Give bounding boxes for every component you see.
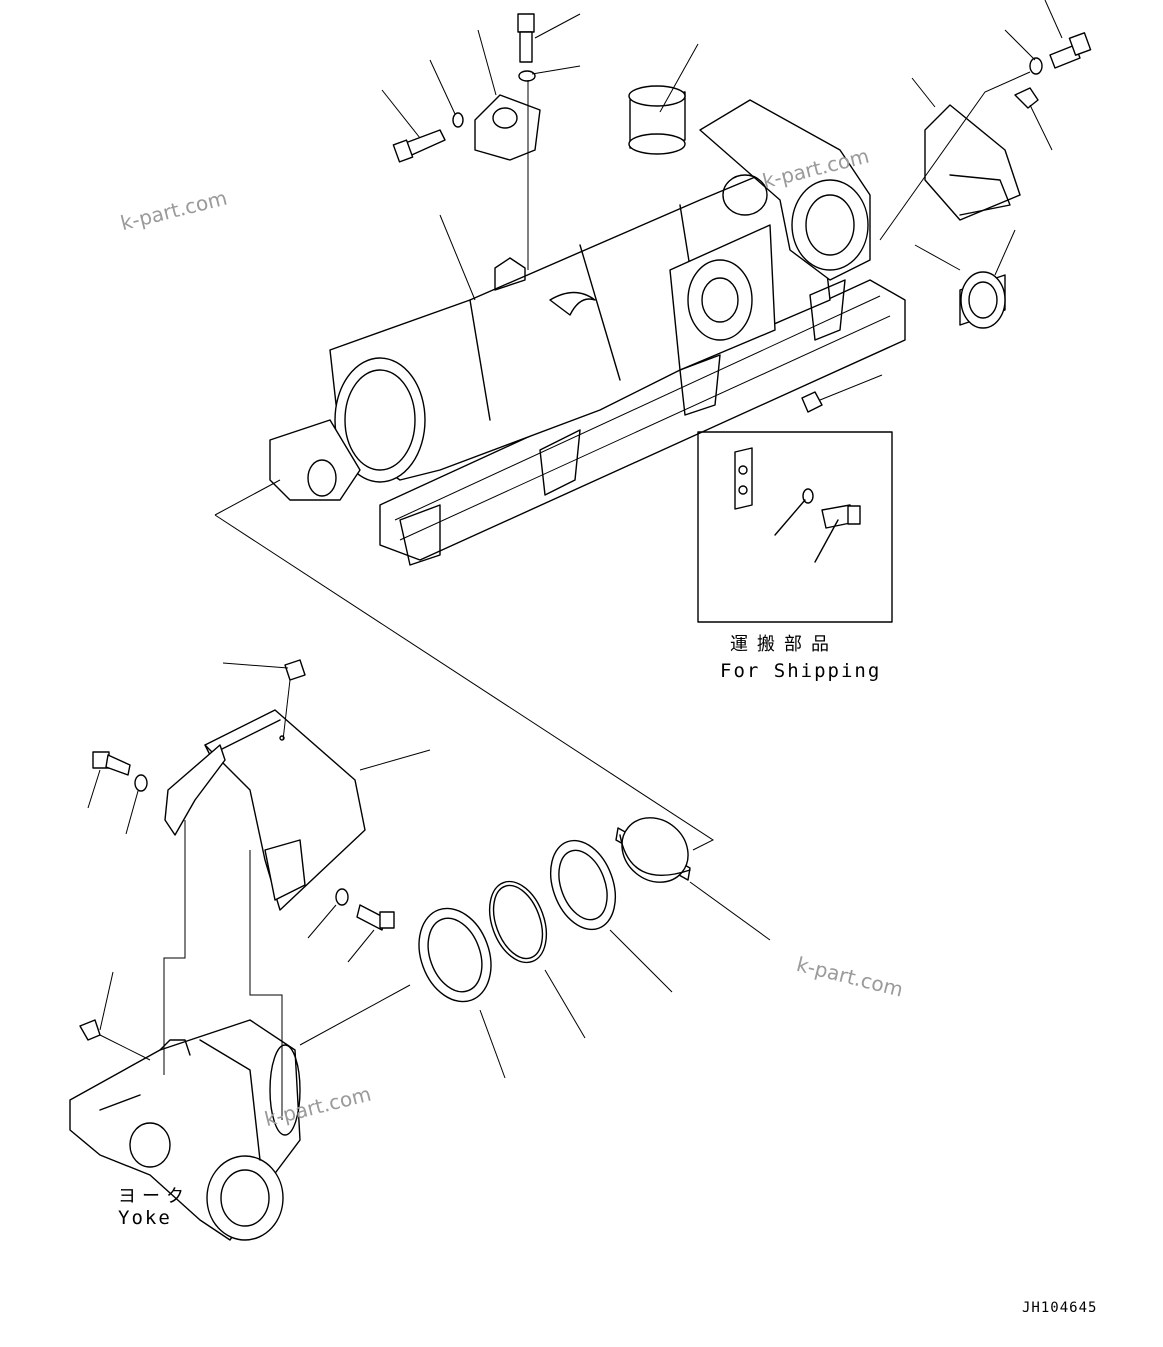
bolt-top-vertical (517, 13, 535, 63)
bolt-cover-right (356, 904, 395, 931)
bushing-right (959, 271, 1006, 329)
bushing-lower (615, 817, 691, 883)
grease-fitting-top-right (1014, 87, 1039, 109)
bracket-top-right (924, 104, 1021, 221)
seal-ring (550, 839, 616, 931)
yoke-label-en: Yoke (118, 1207, 172, 1229)
bushing-left (628, 85, 686, 155)
plug-rail (801, 391, 823, 413)
snap-ring (488, 880, 548, 964)
washer-top-left (452, 112, 464, 128)
shipping-label-jp: 運搬部品 (730, 634, 838, 655)
wear-ring (418, 907, 492, 1003)
drawing-code: JH104645 (1022, 1300, 1098, 1316)
yoke-label-jp: ヨーク (118, 1186, 190, 1207)
axle-frame (269, 99, 906, 566)
bolt-top-right (1049, 32, 1092, 69)
yoke-housing (69, 1019, 301, 1241)
shipping-parts-box (697, 431, 893, 623)
washer-cover-left (134, 774, 148, 792)
cover (164, 709, 366, 911)
leader-lines (87, 0, 1063, 1120)
shipping-label-en: For Shipping (720, 660, 882, 682)
washer-top-right (1029, 57, 1043, 75)
washer-top-vertical (518, 70, 536, 82)
grease-fitting-cover (284, 659, 306, 681)
grease-fitting-yoke (79, 1019, 101, 1041)
bolt-top-left (392, 129, 446, 163)
bolt-cover-left (92, 751, 131, 776)
pillow-block (474, 94, 541, 161)
washer-cover-right (335, 888, 349, 906)
